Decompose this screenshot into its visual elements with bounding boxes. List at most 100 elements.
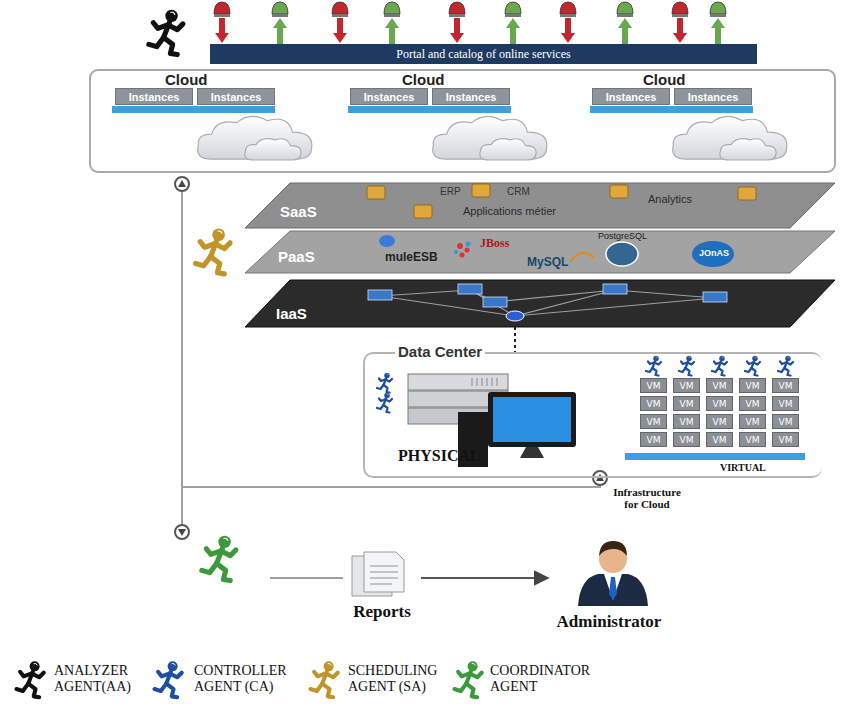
vm-box: VM [772,396,799,411]
legend-text: SCHEDULING AGENT (SA) [348,663,452,695]
box-label: VM [713,399,727,409]
layer-title: PaaS [278,248,315,265]
product-name: PostgreSQL [598,231,647,241]
user-icon [332,2,348,14]
arrow-head [711,18,725,28]
arrow-head [273,18,287,28]
vm-box: VM [640,432,667,447]
box-label: Instances [364,91,415,103]
vm-box: VM [706,432,733,447]
legend-agent-icon [16,661,43,697]
arrow-head [385,18,399,28]
layer-item: Applications métier [463,205,556,217]
user-icon [384,2,400,14]
box-label: VM [713,417,727,427]
section-label: VIRTUAL [720,462,766,473]
vm-box: VM [640,396,667,411]
user-icon-base [710,14,726,17]
box-label: VM [746,417,760,427]
virtual-bar [625,453,805,460]
user-icon-base [272,14,288,17]
box-label: VM [713,381,727,391]
box-label: VM [779,399,793,409]
vm-box: VM [772,432,799,447]
box-label: Instances [211,91,262,103]
box-label: VM [779,417,793,427]
arrow-head [673,33,687,43]
arrow-shaft [622,28,628,44]
administrator-node: Administrator [548,540,670,632]
icon-caption: Administrator [557,612,662,632]
data-center-box: Data CenterPHYSICALVIRTUALVMVMVMVMVMVMVM… [363,352,822,478]
box-label: Portal and catalog of online services [396,47,570,62]
box-label: VM [779,435,793,445]
layer-title: SaaS [280,203,317,220]
legend-agent-icon [310,661,337,697]
legend-icons [16,661,481,697]
box-label: Instances [129,91,180,103]
user-icon [505,2,521,14]
arrow-head [215,33,229,43]
legend-agent-icon [454,661,481,697]
user-icon-base [332,14,348,17]
arrow-shaft [715,28,721,44]
product-name: JOnAS [699,248,729,258]
reports-node: Reports [343,548,421,622]
box-label: Instances [446,91,497,103]
vm-box: VM [772,414,799,429]
cloud-title: Cloud [402,71,445,88]
vm-box: VM [673,396,700,411]
legend-agent-icon [154,661,181,697]
controller-agent-icon [646,356,661,376]
arrow-shaft [510,28,516,44]
box-label: VM [647,435,661,445]
portal-bar: Portal and catalog of online services [210,44,757,64]
user-icon [710,2,726,14]
arrow-circles [175,177,607,539]
vm-box: VM [673,432,700,447]
controller-agent-icon [679,356,694,376]
saas-layer: SaaSERPCRMApplications métierAnalytics [245,183,835,228]
iaas-layer: IaaS [245,280,835,327]
layer-title: IaaS [276,305,307,322]
cloud-title: Cloud [165,71,208,88]
vm-box: VM [739,396,766,411]
controller-agents [646,356,793,376]
user-icon [449,2,465,14]
arrow-shaft [677,18,683,34]
instances-box: Instances [674,88,752,105]
user-icon [214,2,230,14]
box-label: Instances [688,91,739,103]
cloud-panel [90,70,835,172]
layer-item: Analytics [648,193,692,205]
layer-item: ERP [440,186,461,197]
icon-caption: Reports [353,602,411,622]
connector [421,577,548,579]
vm-box: VM [706,414,733,429]
product-name: MySQL [527,255,568,269]
arrow-shaft [277,28,283,44]
user-icon-base [384,14,400,17]
instances-box: Instances [592,88,670,105]
arrow-head [561,33,575,43]
reports-icon [352,552,404,596]
user-icon [560,2,576,14]
user-icon-base [672,14,688,17]
vm-box: VM [739,414,766,429]
box-label: VM [779,381,793,391]
legend-text: CONTROLLER AGENT (CA) [194,663,302,695]
iaas-network [368,284,727,321]
arrow-shaft [389,28,395,44]
arrow-head [333,33,347,43]
box-label: VM [746,381,760,391]
user-icon-base [617,14,633,17]
legend-text: COORDINATOR AGENT [490,663,608,695]
instances-box: Instances [197,88,275,105]
box-label: VM [746,435,760,445]
cloud-title: Cloud [643,71,686,88]
arrow-head [450,33,464,43]
box-label: Instances [606,91,657,103]
infrastructure-label: Infrastructure for Cloud [612,486,682,510]
arrow-shaft [565,18,571,34]
vm-box: VM [673,378,700,393]
